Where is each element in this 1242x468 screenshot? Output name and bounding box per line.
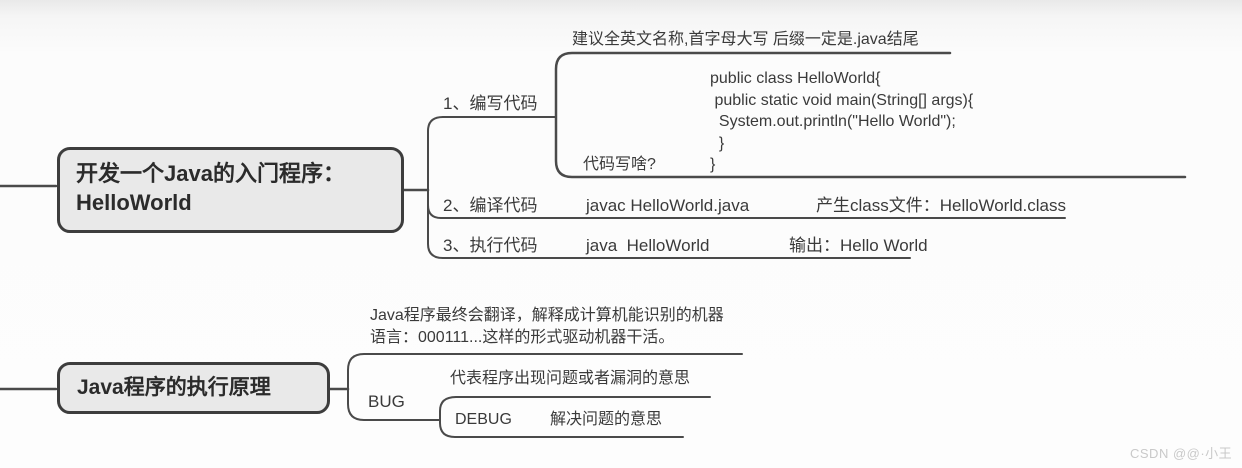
principle-line2[interactable]: 语言：000111...这样的形式驱动机器干活。 [370, 329, 675, 346]
topic-node-execution-principle[interactable]: Java程序的执行原理 [57, 362, 330, 414]
step1-code-block[interactable]: public class HelloWorld{ public static v… [710, 70, 974, 173]
topic-node-java-intro[interactable]: 开发一个Java的入门程序： HelloWorld [57, 147, 404, 233]
debug-meaning[interactable]: 解决问题的意思 [550, 411, 663, 428]
step3-result[interactable]: 输出：Hello World [789, 236, 928, 255]
bracket-bug-subtree [347, 353, 743, 421]
topic1-title-line1: 开发一个Java的入门程序： [76, 161, 345, 186]
step1-naming-note[interactable]: 建议全英文名称,首字母大写 后缀一定是.java结尾 [572, 31, 919, 48]
step2-result[interactable]: 产生class文件：HelloWorld.class [816, 196, 1067, 215]
code-block-frame [554, 51, 1187, 179]
bug-label[interactable]: BUG [368, 392, 405, 411]
step1-label[interactable]: 1、编写代码 [443, 94, 538, 113]
debug-label[interactable]: DEBUG [455, 411, 512, 428]
step3-command[interactable]: java HelloWorld [586, 236, 710, 255]
bracket-debug-subtree [439, 396, 711, 438]
bug-meaning[interactable]: 代表程序出现问题或者漏洞的意思 [450, 370, 691, 387]
topic1-title-line2: HelloWorld [76, 190, 192, 215]
step1-code-question[interactable]: 代码写啥? [583, 156, 656, 173]
step2-label[interactable]: 2、编译代码 [443, 196, 538, 215]
watermark: CSDN @@·小王 [1130, 446, 1233, 461]
connector-step2-branch [427, 204, 442, 219]
principle-line1[interactable]: Java程序最终会翻译，解释成计算机能识别的机器 [370, 307, 724, 324]
topic2-title: Java程序的执行原理 [77, 376, 271, 399]
step3-label[interactable]: 3、执行代码 [443, 236, 538, 255]
step2-command[interactable]: javac HelloWorld.java [586, 196, 750, 215]
connector-steps-trunk [427, 116, 444, 259]
